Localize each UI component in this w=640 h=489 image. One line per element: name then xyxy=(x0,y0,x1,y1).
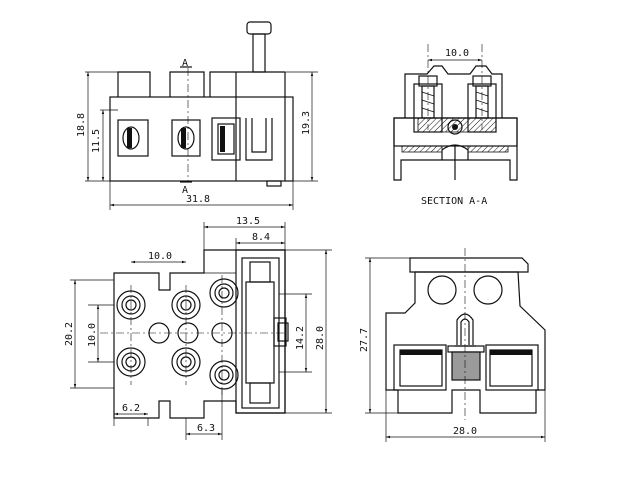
dim-top-height-10: 10.0 xyxy=(87,323,98,347)
dim-top-height-28: 28.0 xyxy=(315,326,326,350)
top-view: 10.0 13.5 8.4 20.2 10.0 14.2 28.0 6.2 xyxy=(64,216,332,440)
section-mark-bottom: A xyxy=(182,185,188,196)
dim-top-bottom-62: 6.2 xyxy=(122,403,140,414)
dim-front-width: 31.8 xyxy=(186,194,210,205)
dim-top-height-20: 20.2 xyxy=(64,322,75,346)
dim-top-width-13: 13.5 xyxy=(236,216,260,227)
dim-top-width-8: 8.4 xyxy=(252,232,270,243)
dim-top-bottom-63: 6.3 xyxy=(197,423,215,434)
dim-side-height: 27.7 xyxy=(359,328,370,352)
dim-side-width: 28.0 xyxy=(453,426,477,437)
screw-holes xyxy=(116,278,239,390)
section-view: 10.0 SECTION A-A xyxy=(393,44,518,207)
dim-front-height-inner: 11.5 xyxy=(91,129,102,153)
section-mark-top: A xyxy=(182,58,188,69)
side-view: 27.7 28.0 xyxy=(359,248,546,442)
dim-section-pitch: 10.0 xyxy=(445,48,469,59)
dim-top-height-14: 14.2 xyxy=(295,326,306,350)
front-view: A A 18.8 11.5 19.3 31.8 xyxy=(76,21,318,210)
dim-front-height-total: 18.8 xyxy=(76,113,87,137)
section-caption: SECTION A-A xyxy=(421,196,487,207)
dim-top-pitch-x: 10.0 xyxy=(148,251,172,262)
dim-front-height-right: 19.3 xyxy=(301,111,312,135)
